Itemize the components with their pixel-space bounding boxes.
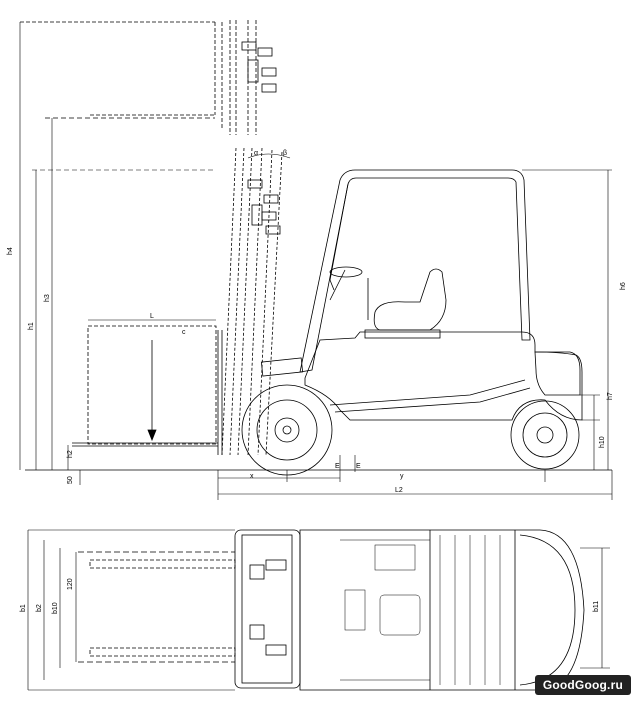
top-view (27, 529, 610, 691)
truck-body (304, 331, 583, 421)
label-b2: b2 (36, 604, 43, 612)
label-L: L (150, 313, 154, 320)
tilted-mast (221, 147, 283, 456)
tilt-angle-arc (247, 153, 291, 159)
label-beta: β (283, 150, 287, 157)
mast-carriage-detail (247, 179, 281, 235)
raised-carriage-detail (241, 41, 277, 93)
label-E2: E (356, 463, 361, 470)
load-box (87, 325, 217, 445)
right-dimensions (522, 169, 612, 470)
height-dimensions (19, 22, 215, 485)
side-view (19, 20, 613, 500)
steering-wheel (329, 266, 363, 278)
operator-seat (373, 268, 447, 331)
label-b1: b1 (20, 604, 27, 612)
watermark: GoodGoog.ru (534, 675, 631, 695)
label-h10: h10 (599, 436, 606, 448)
label-b11: b11 (593, 601, 600, 612)
top-body-outline (299, 529, 585, 691)
counterweight (534, 351, 581, 396)
label-h2: h2 (67, 450, 74, 458)
top-carriage (234, 529, 301, 689)
label-50: 50 (67, 476, 74, 484)
top-guard-grid (340, 535, 501, 685)
label-h1: h1 (28, 322, 35, 330)
label-x: x (250, 473, 254, 480)
top-chain-detail (249, 559, 287, 656)
label-y: y (400, 473, 404, 480)
label-b10: b10 (52, 602, 59, 614)
rear-wheel (510, 400, 580, 470)
top-fork-lower (89, 647, 236, 657)
tilt-cylinder (260, 357, 304, 377)
steering-column (329, 269, 346, 301)
label-h7: h7 (607, 392, 614, 400)
label-c: c (182, 329, 186, 336)
label-alpha: α (254, 150, 258, 157)
label-120: 120 (67, 578, 74, 590)
dimension-labels: h4 h1 h3 h2 50 L c α β x E E y L2 h6 h7 … (7, 150, 627, 614)
width-dimensions (27, 529, 610, 691)
top-fork-upper (89, 559, 236, 569)
overhead-guard (299, 169, 531, 373)
label-h3: h3 (44, 294, 51, 302)
load-arrow-head (147, 429, 157, 442)
label-h4: h4 (7, 247, 14, 255)
label-L2: L2 (395, 487, 403, 494)
label-E: E (335, 463, 340, 470)
front-wheel (241, 384, 333, 476)
length-dimensions (88, 319, 613, 500)
label-h6: h6 (620, 282, 627, 290)
lowered-fork (72, 330, 223, 455)
body-stripe (329, 379, 526, 406)
